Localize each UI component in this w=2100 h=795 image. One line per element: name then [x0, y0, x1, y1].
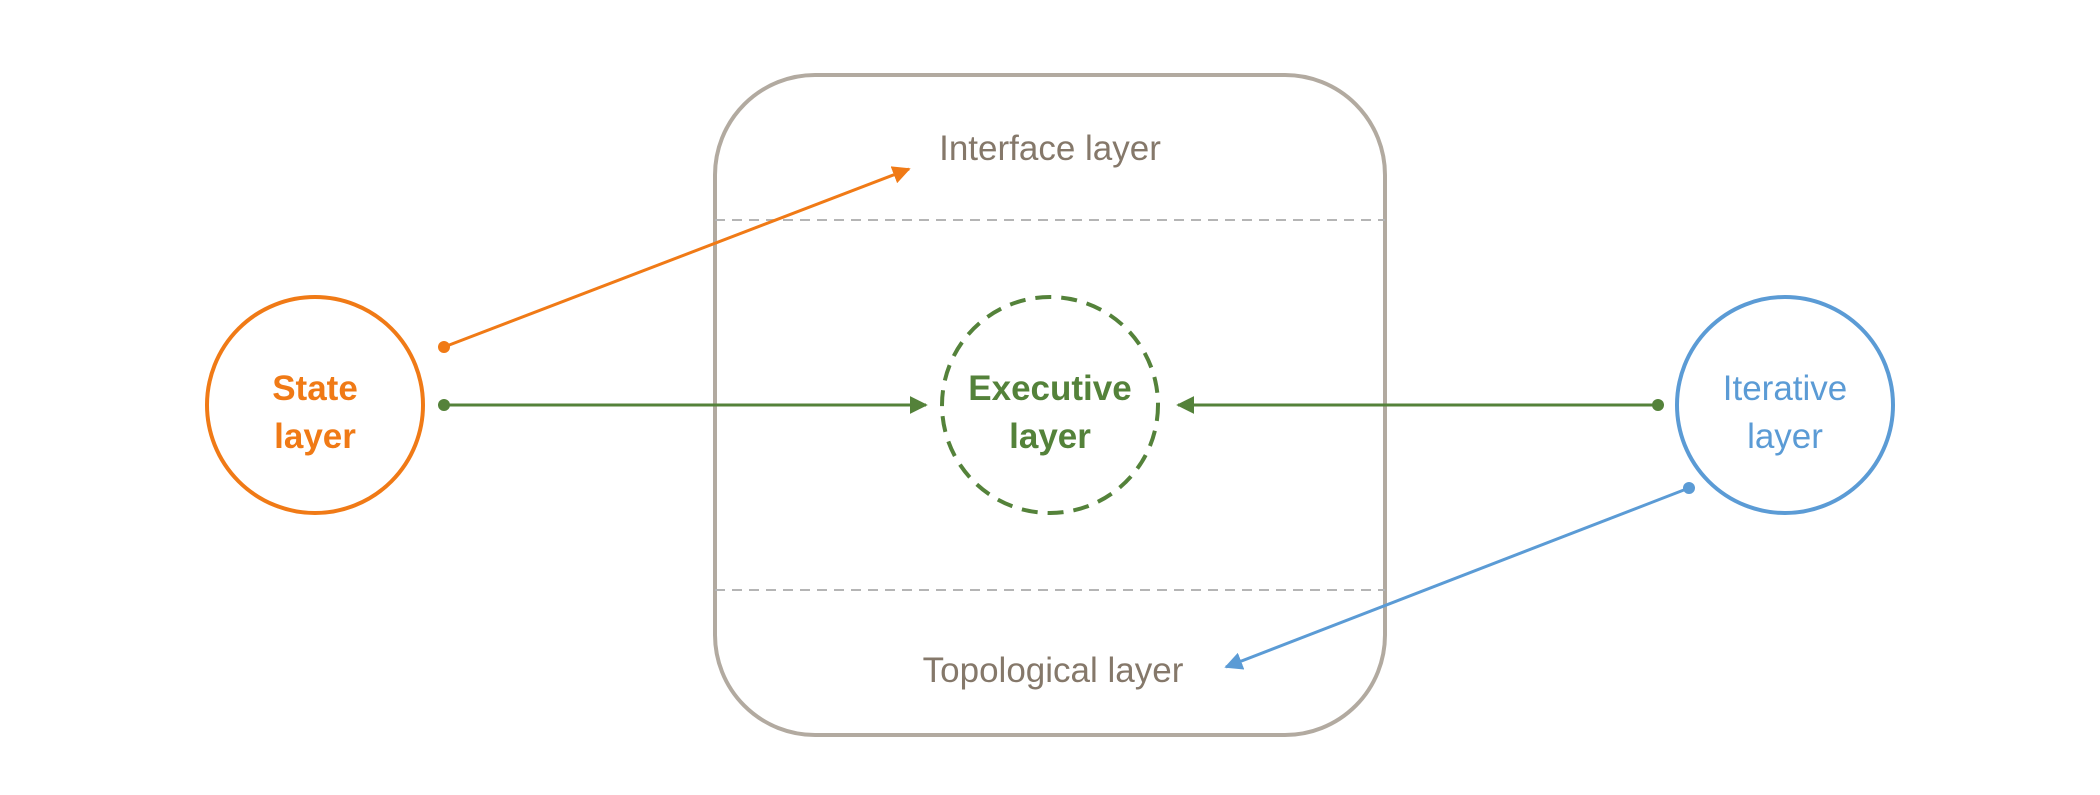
iterative-to-topological-origin-dot: [1683, 482, 1695, 494]
state-layer-label-line2: layer: [274, 417, 356, 456]
executive-layer-label-line2: layer: [1009, 417, 1091, 456]
executive-layer-node: [940, 295, 1160, 515]
iterative-to-topological-arrow: [1224, 486, 1690, 670]
state-layer-node: [205, 295, 425, 515]
iterative-layer-node: [1675, 295, 1895, 515]
iterative-layer-label-line2: layer: [1747, 417, 1823, 456]
state-layer-label-line1: State: [272, 369, 358, 408]
topological-layer-label: Topological layer: [923, 651, 1184, 690]
state-to-interface-origin-dot: [438, 341, 450, 353]
state-to-executive-origin-dot: [438, 399, 450, 411]
iterative-layer-label-line1: Iterative: [1723, 369, 1848, 408]
iterative-to-executive-origin-dot: [1652, 399, 1664, 411]
state-to-interface-arrow: [443, 166, 911, 349]
interface-layer-label: Interface layer: [939, 129, 1161, 168]
executive-layer-label-line1: Executive: [968, 369, 1131, 408]
